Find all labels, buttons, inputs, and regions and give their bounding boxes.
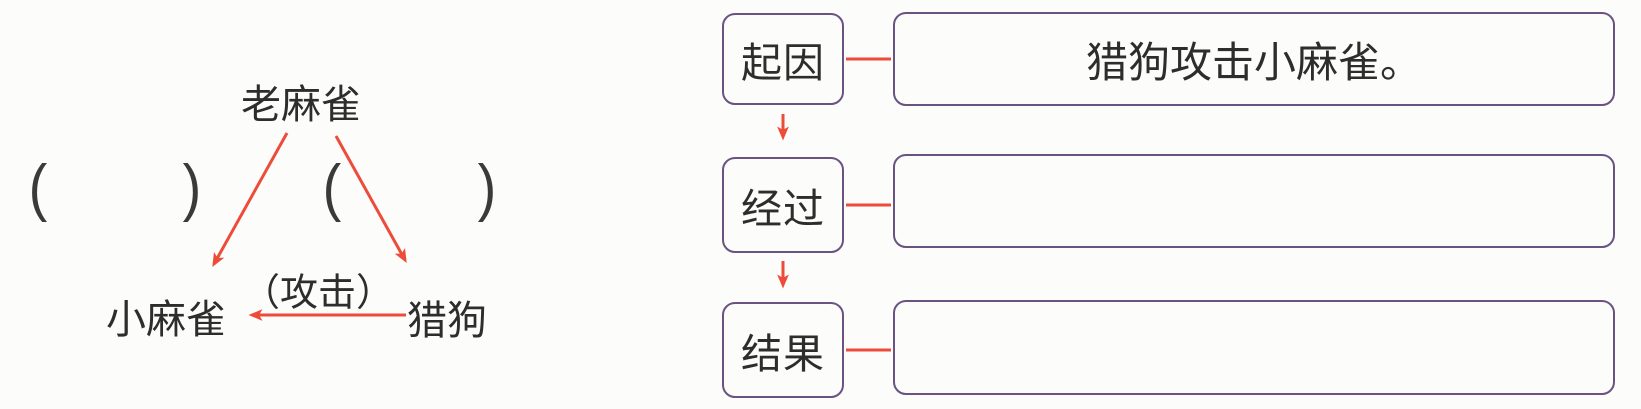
content-box-process: [893, 154, 1615, 248]
attack-edge-label: （攻击）: [241, 272, 395, 315]
blank-paren-close-1: ): [182, 151, 202, 223]
blank-paren-open-2: (: [322, 151, 342, 223]
edge-old-sparrow-to-hunting-dog: [334, 135, 407, 264]
step-box-result: 结果: [722, 302, 844, 398]
step-box-process: 经过: [722, 157, 844, 253]
node-hunting-dog: 猎狗: [407, 299, 487, 343]
step-box-cause: 起因: [722, 13, 844, 105]
blank-paren-open-1: (: [28, 151, 48, 223]
step-label-result: 结果: [741, 331, 825, 377]
edge-old-sparrow-to-little-sparrow: [212, 132, 289, 268]
content-box-result: [893, 300, 1615, 395]
content-box-cause: 猎狗攻击小麻雀。: [893, 12, 1615, 106]
blank-paren-close-2: ): [477, 151, 497, 223]
node-little-sparrow: 小麻雀: [106, 298, 226, 342]
node-old-sparrow: 老麻雀: [241, 83, 361, 127]
step-label-cause: 起因: [741, 40, 825, 86]
content-text-cause: 猎狗攻击小麻雀。: [1085, 38, 1422, 86]
step-label-process: 经过: [741, 186, 825, 232]
